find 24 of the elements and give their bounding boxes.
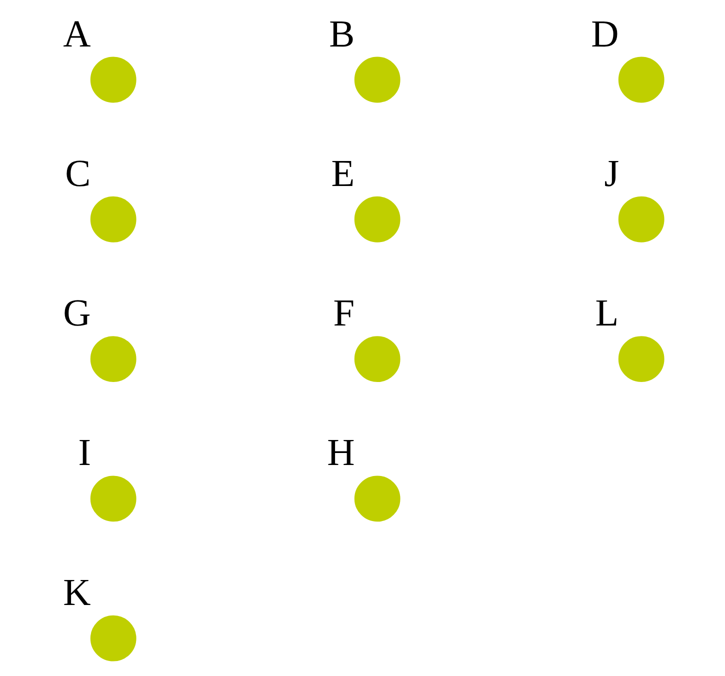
node-circle — [90, 56, 136, 103]
node-label: E — [330, 152, 354, 195]
node-circle — [354, 336, 400, 382]
node-circle — [618, 196, 664, 242]
node-circle — [354, 56, 400, 103]
node-label: C — [64, 152, 90, 195]
node-label: L — [594, 292, 618, 335]
node-circle — [618, 336, 664, 382]
node-circle — [90, 196, 136, 242]
node-label: K — [62, 572, 90, 614]
node-label: F — [332, 292, 354, 335]
node-label: B — [328, 13, 354, 56]
node-label: J — [604, 152, 619, 195]
node-circle — [354, 476, 400, 522]
node-label: D — [590, 13, 618, 56]
node-circle — [354, 196, 400, 242]
node-circle — [90, 615, 136, 662]
node-circle — [90, 336, 136, 382]
node-label: I — [78, 432, 91, 474]
node-circle — [618, 56, 664, 103]
node-label: G — [62, 292, 90, 335]
node-circle — [90, 476, 136, 522]
node-label: H — [326, 432, 354, 474]
node-label: A — [62, 13, 90, 56]
